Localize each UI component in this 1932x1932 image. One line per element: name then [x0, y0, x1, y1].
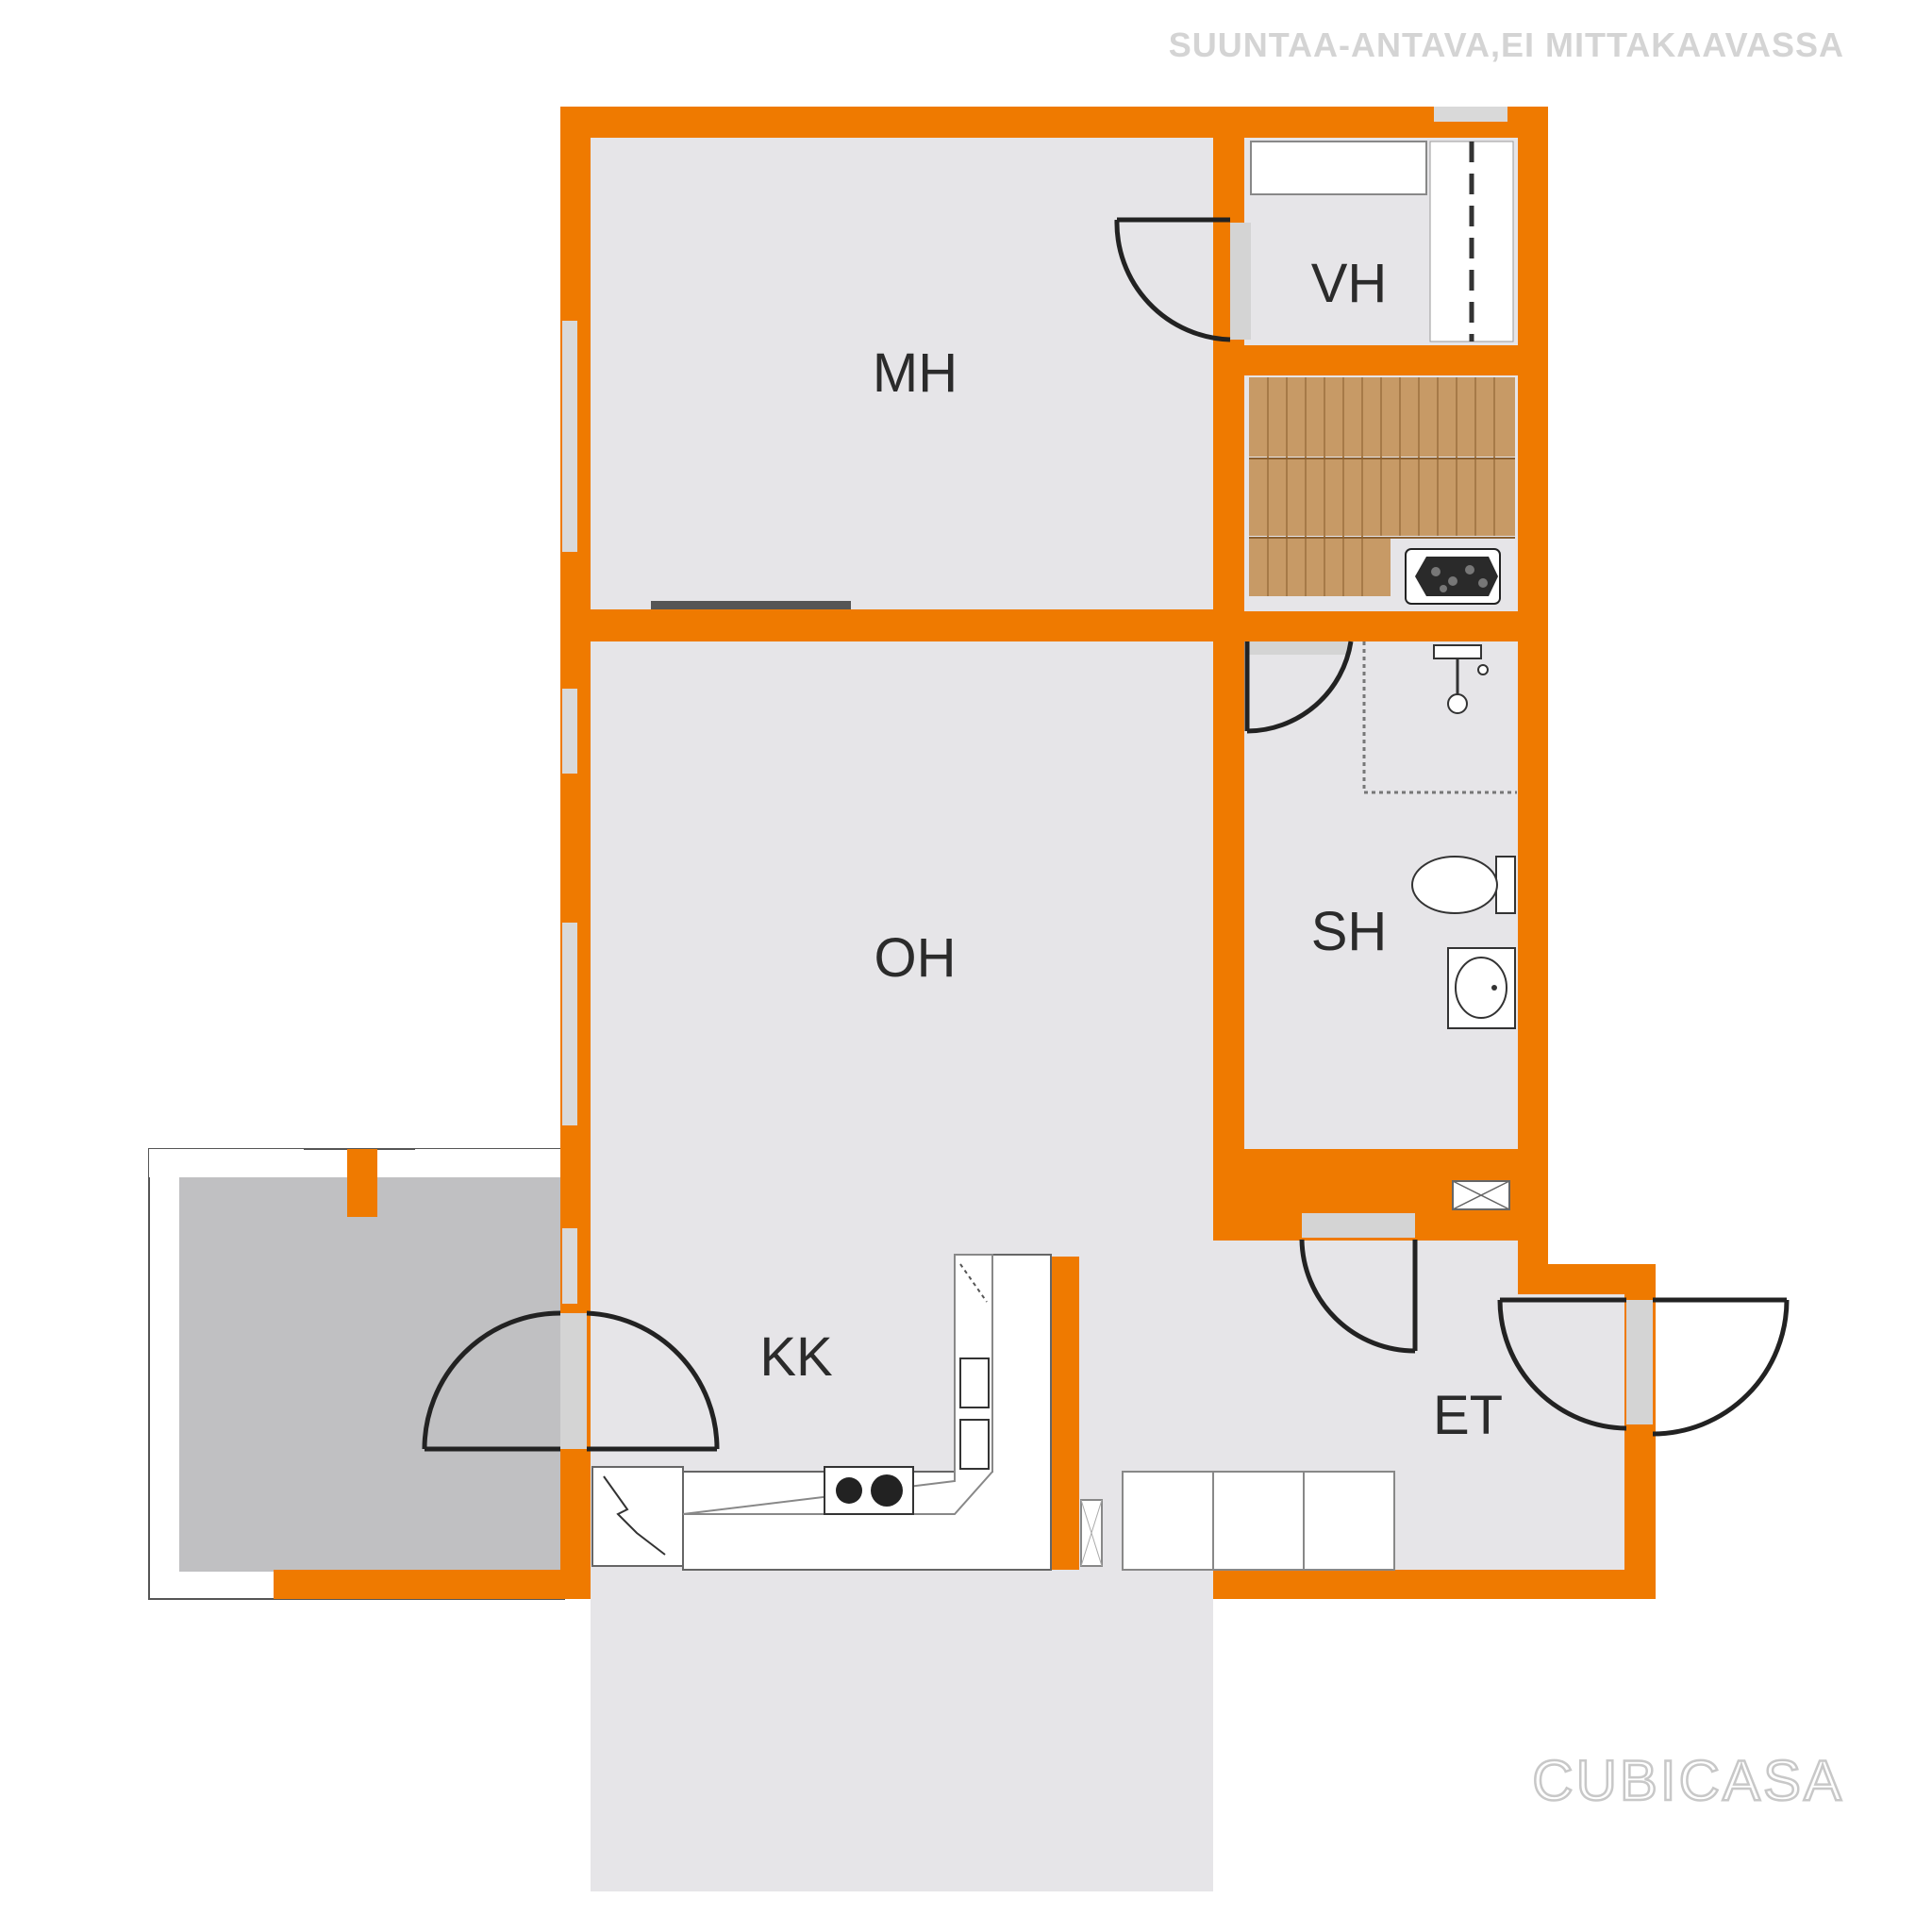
- hall-wardrobes: [1080, 1471, 1395, 1571]
- sauna-benches: [1249, 377, 1515, 605]
- floor-drain-icon: [1452, 1180, 1510, 1210]
- room-label-kk: KK: [759, 1326, 833, 1388]
- bedroom-floor: [591, 138, 1213, 609]
- terrace: [148, 1148, 565, 1600]
- sliding-door-track: [651, 601, 851, 609]
- stove-icon: [824, 1466, 914, 1515]
- kitchen-counters: [591, 1254, 1052, 1571]
- disclaimer-text: SUUNTAA-ANTAVA,EI MITTAKAAVASSA: [1169, 25, 1844, 64]
- sink-icon: [1447, 947, 1516, 1029]
- doors: [422, 217, 1790, 1452]
- sauna-stove-icon: [1405, 548, 1501, 605]
- bathroom-fixtures: [1362, 641, 1517, 1210]
- room-label-et: ET: [1433, 1385, 1503, 1446]
- room-label-mh: MH: [873, 342, 958, 404]
- windows: [562, 107, 1507, 1304]
- toilet-icon: [1411, 856, 1516, 914]
- shower-icon: [1433, 644, 1489, 714]
- room-label-oh: OH: [874, 927, 957, 989]
- sink-icon: [959, 1357, 990, 1470]
- room-label-sh: SH: [1311, 901, 1388, 962]
- room-label-vh: VH: [1311, 253, 1388, 314]
- hall-floor-ext: [1518, 1294, 1624, 1570]
- cubicasa-logo: CUBICASA: [1532, 1749, 1844, 1812]
